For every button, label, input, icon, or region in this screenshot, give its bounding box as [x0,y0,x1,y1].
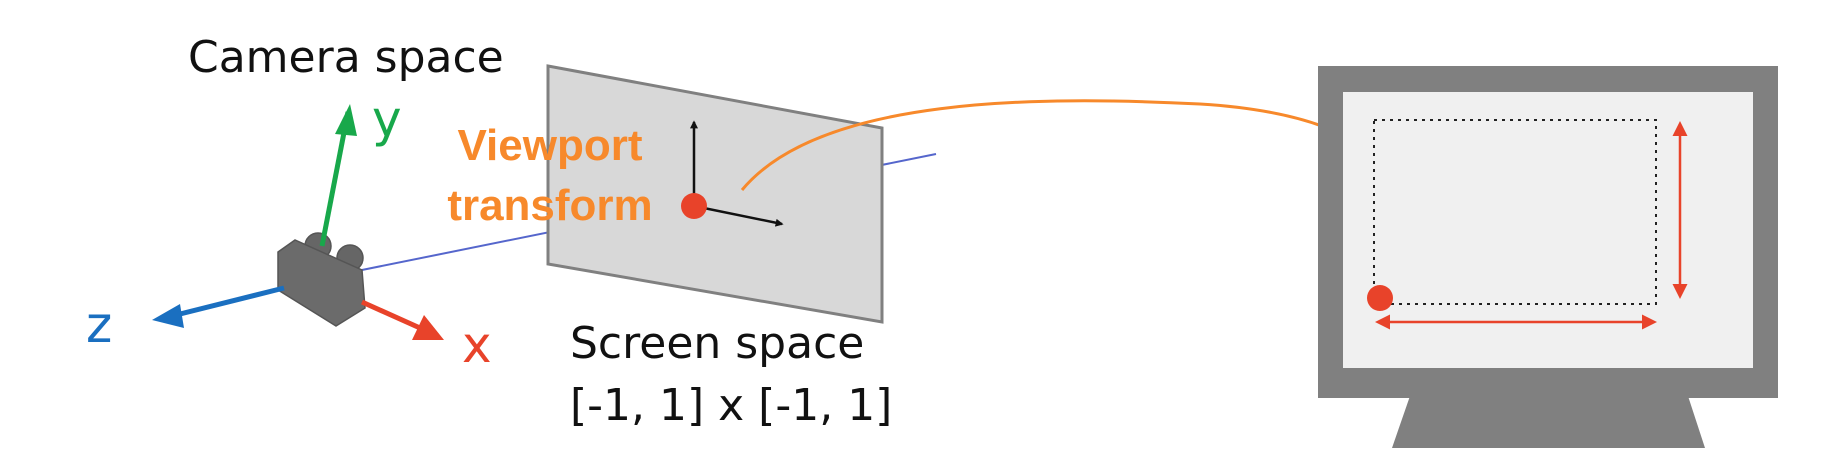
plane-right-axis [693,204,784,227]
camera-icon [277,232,366,327]
viewport-rect [1373,119,1657,305]
screen-space-title: Screen space [570,318,865,369]
camera-x-axis [360,299,422,331]
viewport-transform-label-line1: Viewport [457,121,643,170]
camera-z-arrowhead [152,304,184,328]
monitor-stand [1392,396,1705,448]
camera-z-axis [171,285,285,319]
x-axis-label: x [462,316,492,374]
monitor-icon [1318,66,1778,448]
y-axis-label: y [372,90,402,148]
camera-x-arrowhead [412,315,444,340]
camera-y-arrowhead [335,104,357,136]
viewport-transform-label-line2: transform [447,181,653,230]
projected-point [681,193,707,219]
z-axis-label: z [86,296,113,354]
viewport-origin-point [1367,285,1393,311]
screen-space-range: [-1, 1] x [-1, 1] [570,380,893,431]
monitor-screen [1343,92,1753,368]
screen-plane [546,64,884,324]
camera-space-title: Camera space [188,32,504,83]
